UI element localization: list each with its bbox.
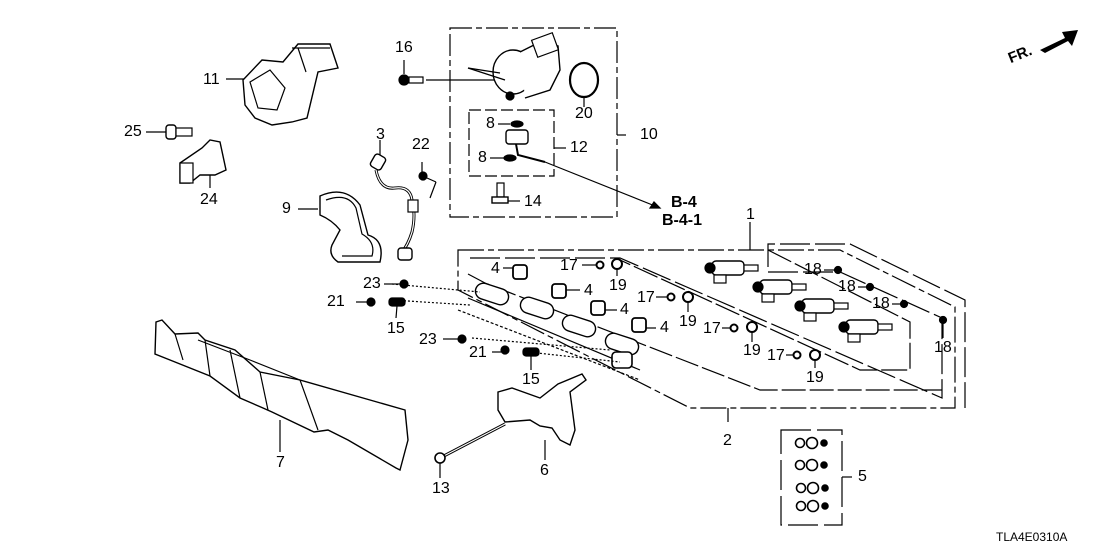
fuel-rail <box>391 282 641 381</box>
callout-4-d: 4 <box>660 319 669 336</box>
part-16-bolt <box>398 60 500 86</box>
part-9-bracket <box>298 191 382 263</box>
callout-7: 7 <box>276 454 285 471</box>
part-11-cover <box>226 43 339 126</box>
reference-b-4-1[interactable]: B-4-1 <box>662 212 703 229</box>
callout-6: 6 <box>540 462 549 479</box>
callout-15-a: 15 <box>387 320 405 337</box>
callout-4-c: 4 <box>620 301 629 318</box>
callout-22: 22 <box>412 136 430 153</box>
part-17-19-washers <box>582 258 821 368</box>
front-direction-arrow-icon <box>1040 30 1078 53</box>
callout-24: 24 <box>200 191 218 208</box>
part-18-seals <box>824 265 948 338</box>
callout-1: 1 <box>746 206 755 223</box>
callout-20: 20 <box>575 105 593 122</box>
diagram-code: TLA4E0310A <box>996 530 1068 544</box>
part-14-bolt <box>491 182 520 204</box>
callout-18-b: 18 <box>838 278 856 295</box>
part-10-fuel-pump <box>467 32 561 101</box>
part-4-clips <box>503 264 656 333</box>
callout-17-a: 17 <box>560 257 578 274</box>
callout-15-b: 15 <box>522 371 540 388</box>
callout-23-b: 23 <box>419 331 437 348</box>
part-12-sensor <box>490 120 546 163</box>
part-3-fuel-pipe <box>369 140 419 261</box>
callout-21-a: 21 <box>327 293 345 310</box>
callout-3: 3 <box>376 126 385 143</box>
reference-b-4[interactable]: B-4 <box>671 194 697 211</box>
callout-17-d: 17 <box>767 347 785 364</box>
callout-9: 9 <box>282 200 291 217</box>
assembly-outline-1 <box>457 249 956 409</box>
part-6-bracket <box>497 373 587 460</box>
callout-25: 25 <box>124 123 142 140</box>
part-5-seal-kit <box>794 436 829 513</box>
callout-4-b: 4 <box>584 282 593 299</box>
callout-8-upper: 8 <box>486 115 495 132</box>
part-25-bolt <box>146 124 193 140</box>
reference-arrow <box>544 161 661 209</box>
part-24-bracket <box>179 139 227 188</box>
callout-19-c: 19 <box>743 342 761 359</box>
callout-13: 13 <box>432 480 450 497</box>
callout-21-b: 21 <box>469 344 487 361</box>
callout-4-a: 4 <box>491 260 500 277</box>
callout-12: 12 <box>570 139 588 156</box>
callout-18-a: 18 <box>804 261 822 278</box>
callout-17-b: 17 <box>637 289 655 306</box>
part-20-o-ring <box>568 61 600 99</box>
callout-11: 11 <box>203 71 220 88</box>
part-7-engine-cover <box>154 319 409 472</box>
callout-17-c: 17 <box>703 320 721 337</box>
callout-8-lower: 8 <box>478 149 487 166</box>
part-13-bolt <box>434 422 506 478</box>
callout-19-b: 19 <box>679 313 697 330</box>
part-22-bolt <box>418 162 437 199</box>
callout-14: 14 <box>524 193 542 210</box>
fasteners-23-21-15 <box>356 279 540 370</box>
callout-23-a: 23 <box>363 275 381 292</box>
assembly-box-12 <box>468 109 555 177</box>
injectors <box>704 260 893 343</box>
callout-2: 2 <box>723 432 732 449</box>
assembly-outline-inner <box>470 243 966 408</box>
callout-18-d: 18 <box>934 339 952 356</box>
assembly-box-10 <box>449 27 618 218</box>
callout-16: 16 <box>395 39 413 56</box>
callout-10: 10 <box>640 126 658 143</box>
callout-19-d: 19 <box>806 369 824 386</box>
callout-5: 5 <box>858 468 867 485</box>
callout-19-a: 19 <box>609 277 627 294</box>
callout-18-c: 18 <box>872 295 890 312</box>
